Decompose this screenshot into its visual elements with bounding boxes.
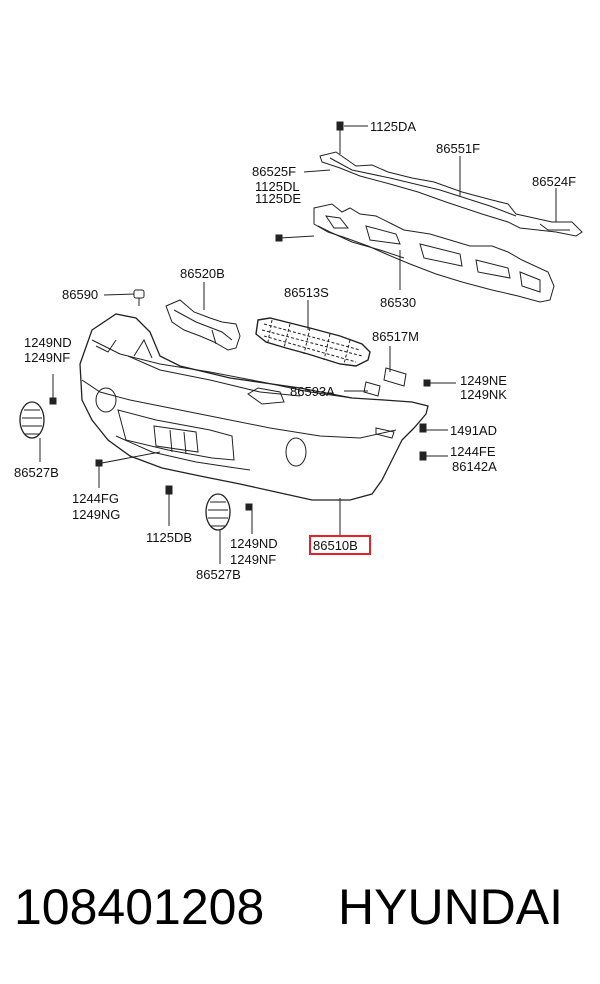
label-1125db: 1125DB <box>146 530 192 545</box>
fog-lamp-cover-right-icon <box>205 493 231 564</box>
label-1125de: 1125DE <box>255 191 301 206</box>
label-86510b-highlighted[interactable]: 86510B <box>313 538 358 553</box>
screw-1249nd-left-icon <box>49 374 57 405</box>
label-1249nd-left: 1249ND <box>24 335 72 350</box>
clip-86590-icon <box>103 289 145 306</box>
label-1125da: 1125DA <box>370 119 416 134</box>
screw-1249ne-icon <box>423 379 456 387</box>
label-1249nf-right: 1249NF <box>230 552 276 567</box>
screw-1249nd-right-icon <box>245 503 253 534</box>
label-86517m: 86517M <box>372 329 419 344</box>
label-1249nf-left: 1249NF <box>24 350 70 365</box>
label-86142a: 86142A <box>452 459 497 474</box>
bumper-beam-icon <box>275 203 555 303</box>
part-number: 108401208 <box>14 879 265 935</box>
bolt-1125da-icon <box>336 121 344 154</box>
label-86593a: 86593A <box>290 384 335 399</box>
leader-lines <box>203 125 557 536</box>
bumper-cover-icon <box>79 313 429 501</box>
label-86551f: 86551F <box>436 141 480 156</box>
label-86527b-right: 86527B <box>196 567 241 582</box>
highlight-box <box>309 535 371 555</box>
grille-mesh-icon <box>255 317 371 367</box>
energy-absorber-icon <box>319 151 583 237</box>
footer-bar: 108401208 HYUNDAI <box>0 872 600 942</box>
label-86527b-left: 86527B <box>14 465 59 480</box>
callout-labels: 1125DA 86551F 86525F 1125DL 1125DE 86524… <box>14 119 576 582</box>
label-86525f: 86525F <box>252 164 296 179</box>
brand-name: HYUNDAI <box>338 879 564 935</box>
label-86513s: 86513S <box>284 285 329 300</box>
label-1249ng: 1249NG <box>72 507 120 522</box>
screw-1244fg-icon <box>95 451 161 488</box>
label-1244fg: 1244FG <box>72 491 119 506</box>
bumper-bracket-icon <box>165 299 241 351</box>
bolt-1491ad-icon <box>419 423 448 433</box>
label-86524f: 86524F <box>532 174 576 189</box>
bolt-1125db-icon <box>165 485 173 526</box>
label-1491ad: 1491AD <box>450 423 497 438</box>
fog-lamp-cover-left-icon <box>19 401 45 462</box>
label-1249ne: 1249NE <box>460 373 507 388</box>
bolt-1244fe-icon <box>419 451 448 461</box>
label-1249nk: 1249NK <box>460 387 507 402</box>
label-86590: 86590 <box>62 287 98 302</box>
label-1125dl: 1125DL <box>255 179 300 194</box>
label-86530: 86530 <box>380 295 416 310</box>
label-1249nd-right: 1249ND <box>230 536 278 551</box>
label-86520b: 86520B <box>180 266 225 281</box>
label-1244fe: 1244FE <box>450 444 496 459</box>
